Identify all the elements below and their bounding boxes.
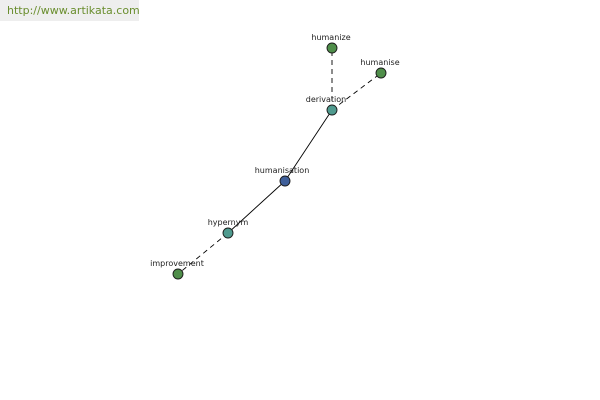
edge-derivation-humanise bbox=[331, 72, 382, 111]
node-label-derivation: derivation bbox=[306, 95, 346, 104]
node-label-humanise: humanise bbox=[360, 58, 399, 67]
edges-layer bbox=[177, 48, 382, 275]
node-dot-improvement[interactable] bbox=[172, 268, 184, 280]
watermark-box: http://www.artikata.com bbox=[0, 0, 140, 21]
node-dot-hypernym[interactable] bbox=[222, 227, 234, 239]
node-label-improvement: improvement bbox=[150, 259, 204, 268]
node-dot-humanise[interactable] bbox=[375, 67, 387, 79]
node-hypernym[interactable]: hypernym bbox=[208, 218, 249, 239]
nodes-layer: humanize humanise derivation humanisation hy… bbox=[150, 33, 400, 280]
watermark-url: http://www.artikata.com bbox=[7, 4, 140, 17]
node-dot-derivation[interactable] bbox=[326, 104, 338, 116]
edge-humanisation-hypernym bbox=[227, 180, 286, 234]
node-humanise[interactable]: humanise bbox=[360, 58, 400, 79]
node-dot-humanize[interactable] bbox=[326, 42, 338, 54]
node-humanisation[interactable]: humanisation bbox=[255, 166, 310, 187]
edge-humanisation-derivation bbox=[284, 109, 333, 182]
node-derivation[interactable]: derivation bbox=[306, 95, 346, 116]
node-humanize[interactable]: humanize bbox=[311, 33, 351, 54]
node-label-humanisation: humanisation bbox=[255, 166, 310, 175]
node-improvement[interactable]: improvement bbox=[150, 259, 204, 280]
node-label-hypernym: hypernym bbox=[208, 218, 249, 227]
node-label-humanize: humanize bbox=[311, 33, 350, 42]
node-dot-humanisation[interactable] bbox=[279, 175, 291, 187]
edge-hypernym-improvement bbox=[177, 232, 229, 275]
